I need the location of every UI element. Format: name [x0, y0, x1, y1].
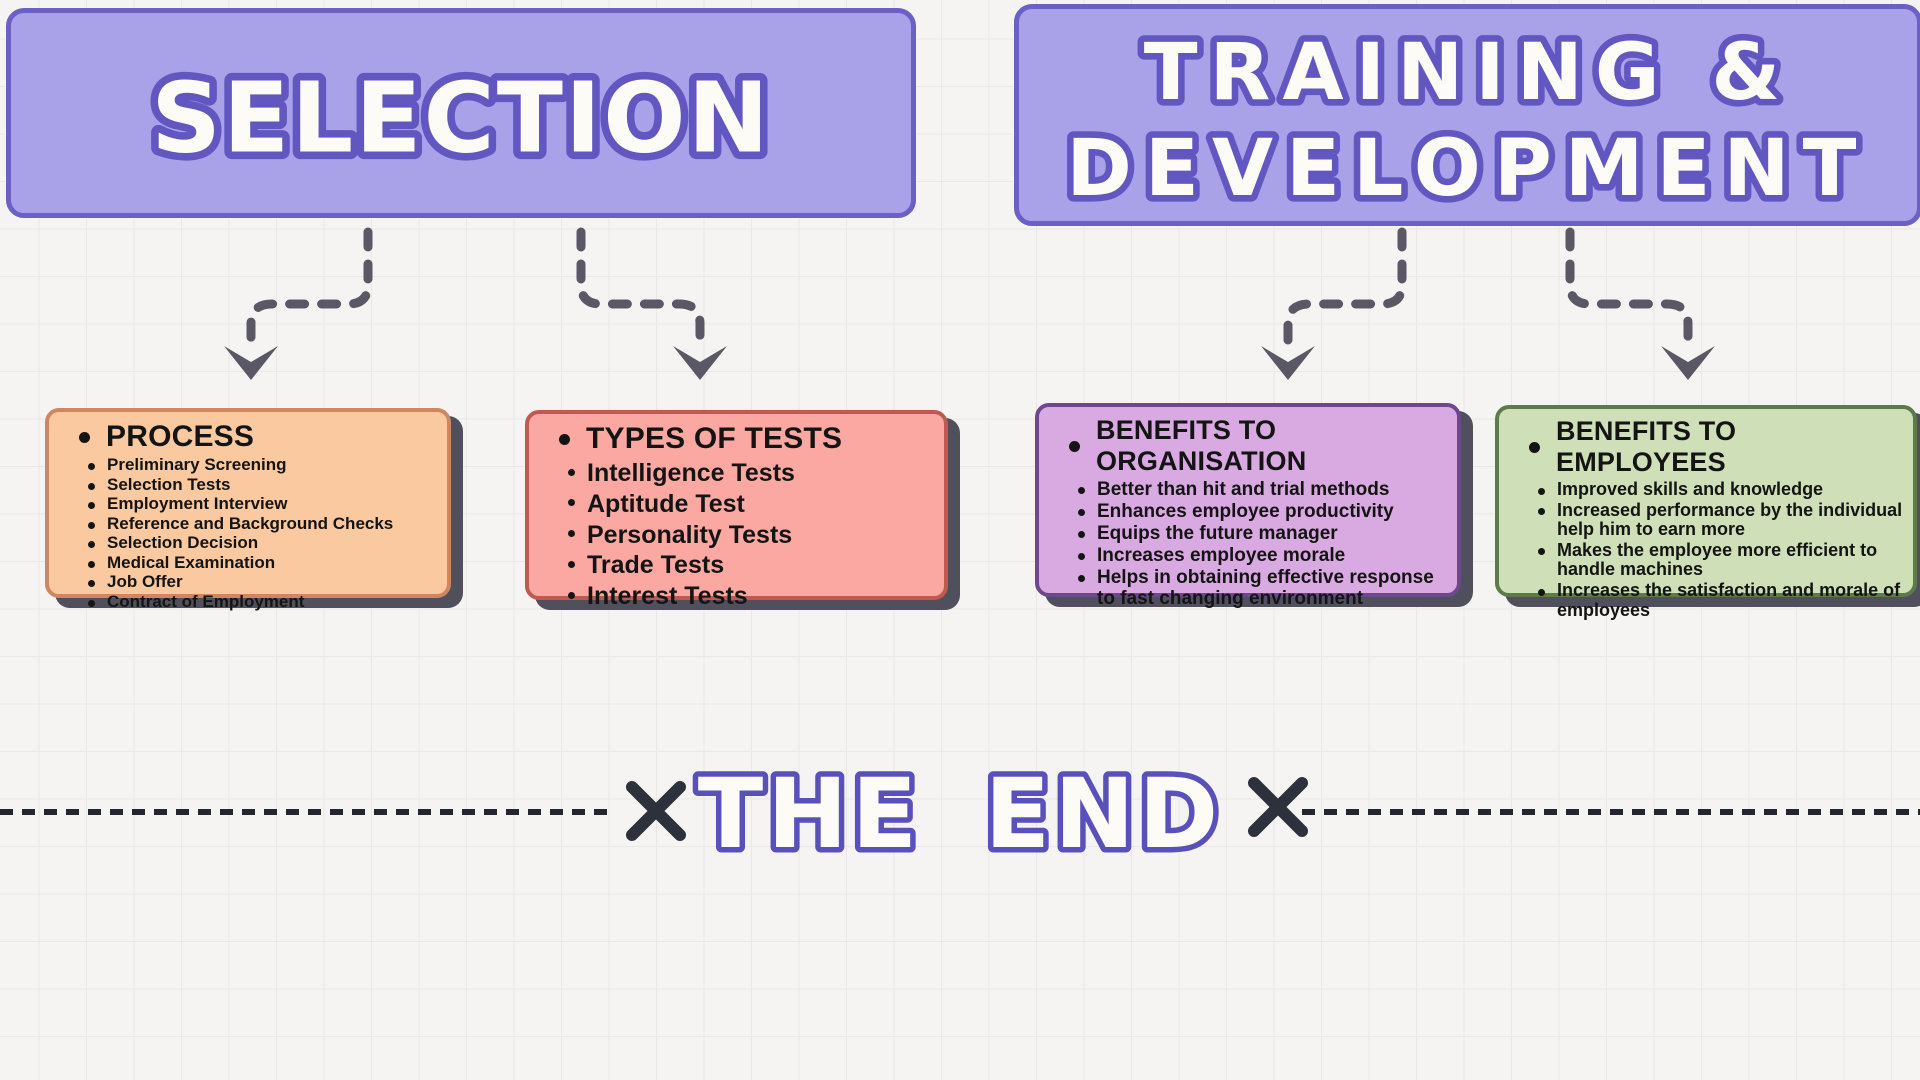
- list-item: Employment Interview: [88, 495, 439, 514]
- list-item: Selection Decision: [88, 534, 439, 553]
- the-end-art: THE END: [692, 753, 1223, 876]
- list-item: Medical Examination: [88, 553, 439, 573]
- organisation-box-title: BENEFITS TO ORGANISATION: [1096, 415, 1307, 476]
- arrow-down-icon-tests: [576, 227, 727, 380]
- organisation-box-title-row: BENEFITS TO ORGANISATION: [1039, 407, 1457, 477]
- process-box-title-row: PROCESS: [49, 412, 447, 454]
- arrow-down-icon-organisation: [1261, 227, 1407, 380]
- types-of-tests-box: TYPES OF TESTS Intelligence Tests Aptitu…: [525, 410, 948, 610]
- bullet-dot-icon: [559, 433, 570, 445]
- the-end-title: THE END: [698, 758, 1222, 870]
- end-dashed-line-right: [1302, 809, 1920, 815]
- training-development-banner: TRAINING & DEVELOPMENT: [1014, 4, 1920, 226]
- bullet-dot-icon: [79, 431, 90, 443]
- end-dashed-line-left: [0, 809, 612, 815]
- list-item: Equips the future manager: [1078, 523, 1449, 544]
- selection-banner-art: SELECTION: [143, 54, 776, 182]
- list-item: Aptitude Test: [568, 489, 936, 520]
- list-item: Helps in obtaining effective response to…: [1078, 567, 1449, 609]
- list-item: Reference and Background Checks: [88, 514, 439, 534]
- list-item: Enhances employee productivity: [1078, 501, 1449, 522]
- list-item: Intelligence Tests: [568, 458, 936, 489]
- list-item: Contract of Employment: [88, 592, 439, 612]
- list-item: Selection Tests: [88, 475, 439, 495]
- bullet-dot-icon: [1529, 441, 1540, 453]
- process-list: Preliminary Screening Selection Tests Em…: [49, 455, 447, 612]
- list-item: Personality Tests: [568, 520, 936, 551]
- list-item: Better than hit and trial methods: [1078, 479, 1449, 500]
- bullet-dot-icon: [1069, 440, 1080, 452]
- tests-box-title-row: TYPES OF TESTS: [529, 414, 944, 456]
- training-banner-art: TRAINING & DEVELOPMENT: [1060, 19, 1869, 220]
- process-box: PROCESS Preliminary Screening Selection …: [45, 408, 451, 610]
- training-title-line2: DEVELOPMENT: [1066, 122, 1869, 214]
- list-item: Makes the employee more efficient to han…: [1538, 540, 1905, 580]
- arrow-down-icon-process: [224, 227, 373, 380]
- list-item: Job Offer: [88, 573, 439, 592]
- arrow-down-icon-employees: [1565, 227, 1715, 380]
- list-item: Preliminary Screening: [88, 455, 439, 475]
- training-title-line1: TRAINING &: [1144, 26, 1793, 118]
- list-item: Interest Tests: [568, 581, 936, 612]
- x-icon: [1248, 777, 1308, 837]
- employees-box-title-row: BENEFITS TO EMPLOYEES: [1499, 409, 1913, 478]
- benefits-organisation-box: BENEFITS TO ORGANISATION Better than hit…: [1035, 403, 1461, 609]
- selection-title: SELECTION: [151, 61, 771, 174]
- benefits-employees-box: BENEFITS TO EMPLOYEES Improved skills an…: [1495, 405, 1917, 620]
- list-item: Increases the satisfaction and morale of…: [1538, 580, 1905, 620]
- employees-list: Improved skills and knowledge Increased …: [1499, 479, 1913, 620]
- list-item: Improved skills and knowledge: [1538, 479, 1905, 500]
- list-item: Increased performance by the individual …: [1538, 500, 1905, 540]
- process-box-title: PROCESS: [106, 420, 255, 453]
- selection-banner: SELECTION: [6, 8, 916, 218]
- x-icon: [626, 781, 686, 841]
- list-item: Increases employee morale: [1078, 545, 1449, 566]
- tests-box-title: TYPES OF TESTS: [586, 422, 843, 455]
- tests-list: Intelligence Tests Aptitude Test Persona…: [529, 458, 944, 612]
- organisation-list: Better than hit and trial methods Enhanc…: [1039, 479, 1457, 609]
- list-item: Trade Tests: [568, 550, 936, 581]
- employees-box-title: BENEFITS TO EMPLOYEES: [1556, 416, 1737, 477]
